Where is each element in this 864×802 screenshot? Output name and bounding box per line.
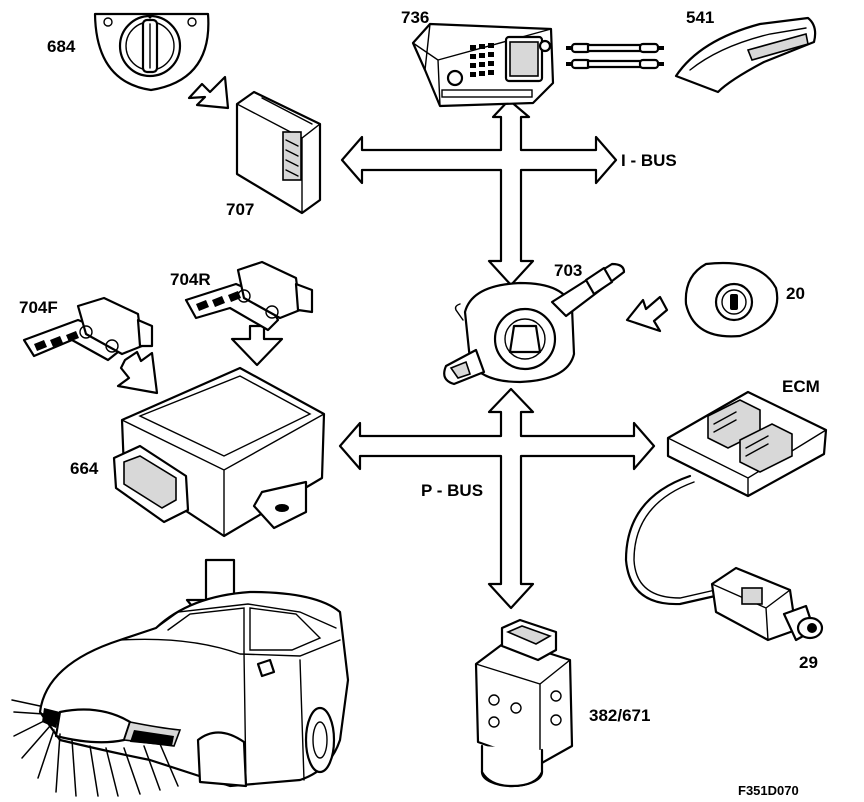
- yaw-sensor-icon: [184, 260, 314, 332]
- label-684: 684: [47, 37, 76, 56]
- figure-code: F351D070: [738, 783, 799, 798]
- light-switch-icon: [93, 12, 210, 92]
- label-704f: 704F: [19, 298, 58, 317]
- label-541: 541: [686, 8, 715, 27]
- airbag-control-module-icon: [112, 366, 326, 538]
- fiber-optic-connector-icon: [566, 42, 664, 70]
- information-display-icon: [674, 16, 817, 94]
- acceleration-sensor-icon: [22, 296, 154, 362]
- infotainment-head-unit-icon: [411, 22, 555, 108]
- arrow-704f-664: [116, 350, 159, 395]
- label-20: 20: [786, 284, 805, 303]
- label-ecm: ECM: [782, 377, 820, 396]
- label-29: 29: [799, 653, 818, 672]
- label-707: 707: [226, 200, 255, 219]
- arrow-704r-664: [230, 324, 284, 367]
- ecm-cable-inner: [633, 481, 725, 599]
- label-i-bus: I - BUS: [621, 151, 677, 170]
- car-icon: [38, 590, 350, 788]
- abs-hydraulic-unit-icon: [474, 618, 574, 788]
- arrow-20-703: [625, 295, 669, 333]
- label-664: 664: [70, 459, 99, 478]
- label-736: 736: [401, 8, 430, 27]
- label-382-671: 382/671: [589, 706, 651, 725]
- arrow-684-707: [187, 75, 230, 110]
- i-bus-arrow: [340, 98, 618, 287]
- brake-pedal-switch-icon: [710, 566, 824, 642]
- label-704r: 704R: [170, 270, 211, 289]
- p-bus-arrow: [338, 387, 656, 610]
- light-module-icon: [235, 90, 322, 215]
- steering-wheel-module-icon: [443, 262, 626, 386]
- sensor-rays: [11, 699, 179, 797]
- ecm-cable: [624, 474, 726, 606]
- engine-control-module-icon: [666, 390, 828, 498]
- label-703: 703: [554, 261, 583, 280]
- label-p-bus: P - BUS: [421, 481, 484, 500]
- ignition-switch-icon: [684, 261, 779, 338]
